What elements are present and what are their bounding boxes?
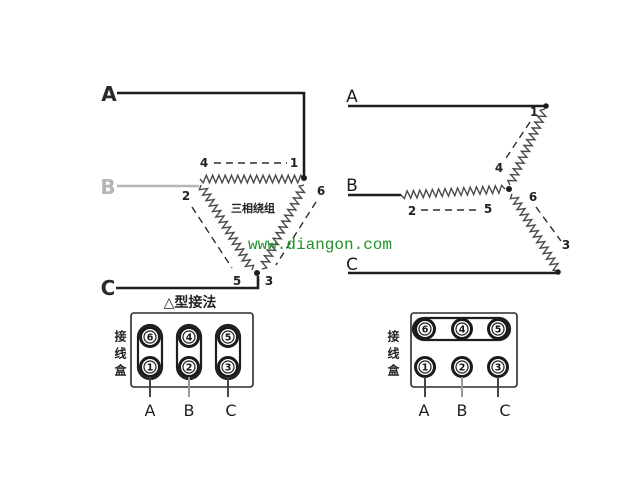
terminal-number: 3 bbox=[225, 363, 232, 374]
delta-terminal-top-2: 4 bbox=[178, 326, 200, 348]
delta-dashed-6-3 bbox=[275, 201, 317, 266]
delta-winding-diagram: A B C 4 1 2 6 5 3 三相绕组 bbox=[100, 82, 325, 300]
watermark-text: www.diangon.com bbox=[248, 236, 392, 254]
delta-terminal-box: 6 4 5 1 2 3 A B bbox=[130, 312, 254, 420]
star-terminal-box: 6 4 5 1 2 3 A B bbox=[410, 312, 518, 420]
delta-junction-c-dot bbox=[254, 270, 260, 276]
delta-winding-label: 三相绕组 bbox=[231, 201, 275, 215]
star-phase-c-label: C bbox=[346, 255, 358, 275]
terminal-inner-ring bbox=[143, 330, 157, 344]
terminal-inner-ring bbox=[455, 360, 469, 374]
star-coil-1-4 bbox=[506, 108, 548, 186]
star-junction-c-dot bbox=[555, 269, 561, 275]
delta-coil-4-1 bbox=[199, 173, 305, 185]
terminal-number: 6 bbox=[422, 325, 429, 336]
star-coil-end-1: 1 bbox=[530, 105, 538, 119]
delta-coil-end-2: 2 bbox=[182, 189, 190, 203]
terminal-number: 4 bbox=[186, 333, 193, 344]
delta-lead-label-a: A bbox=[145, 401, 156, 420]
terminal-number: 6 bbox=[147, 333, 154, 344]
star-lead-label-c: C bbox=[499, 401, 510, 420]
terminal-number: 1 bbox=[147, 363, 154, 374]
terminal-inner-ring bbox=[455, 322, 469, 336]
star-terminal-bottom-1: 1 bbox=[414, 356, 436, 378]
terminal-number: 2 bbox=[186, 363, 193, 374]
terminal-number: 5 bbox=[495, 325, 502, 336]
star-coil-end-3: 3 bbox=[562, 238, 570, 252]
star-junction-a-dot bbox=[543, 103, 549, 109]
delta-terminal-top-1: 6 bbox=[139, 326, 161, 348]
star-lead-label-b: B bbox=[457, 401, 468, 420]
star-coil-end-4: 4 bbox=[495, 161, 503, 175]
star-coil-end-5: 5 bbox=[484, 202, 492, 216]
delta-phase-b-label: B bbox=[100, 175, 115, 199]
star-terminal-top-1: 6 bbox=[414, 318, 436, 340]
star-phase-a-label: A bbox=[346, 87, 358, 107]
terminal-number: 2 bbox=[459, 363, 466, 374]
delta-terminal-bottom-3: 3 bbox=[217, 356, 239, 378]
delta-coil-2-5 bbox=[198, 184, 255, 271]
delta-coil-end-6: 6 bbox=[317, 184, 325, 198]
terminal-inner-ring bbox=[143, 360, 157, 374]
star-link-bar bbox=[411, 316, 512, 342]
delta-terminal-top-3: 5 bbox=[217, 326, 239, 348]
delta-phase-c-wire bbox=[116, 276, 260, 290]
delta-terminal-bottom-2: 2 bbox=[178, 356, 200, 378]
terminal-inner-ring bbox=[221, 360, 235, 374]
star-winding-diagram: A B C 1 4 2 5 6 3 bbox=[346, 87, 570, 275]
delta-coil-end-3: 3 bbox=[265, 274, 273, 288]
star-lead-label-a: A bbox=[419, 401, 430, 420]
star-coil-6-3 bbox=[509, 193, 560, 272]
terminal-inner-ring bbox=[418, 322, 432, 336]
star-coil-end-2: 2 bbox=[408, 204, 416, 218]
delta-junction-a-dot bbox=[301, 175, 307, 181]
delta-lead-label-c: C bbox=[225, 401, 236, 420]
terminal-inner-ring bbox=[491, 322, 505, 336]
terminal-number: 5 bbox=[225, 333, 232, 344]
delta-lead-label-b: B bbox=[184, 401, 195, 420]
terminal-inner-ring bbox=[491, 360, 505, 374]
terminal-inner-ring bbox=[221, 330, 235, 344]
terminal-inner-ring bbox=[182, 360, 196, 374]
delta-caption: △型接法 bbox=[164, 294, 217, 311]
star-terminal-bottom-3: 3 bbox=[487, 356, 509, 378]
star-terminal-top-2: 4 bbox=[451, 318, 473, 340]
delta-terminal-bottom-1: 1 bbox=[139, 356, 161, 378]
star-coil-end-6: 6 bbox=[529, 190, 537, 204]
star-coil-2-5 bbox=[400, 183, 506, 201]
delta-dashed-2-5 bbox=[191, 206, 233, 269]
terminal-inner-ring bbox=[418, 360, 432, 374]
delta-terminal-box-label: 接线盒 bbox=[113, 330, 127, 381]
delta-coil-end-5: 5 bbox=[233, 274, 241, 288]
star-terminal-box-label: 接线盒 bbox=[386, 330, 400, 381]
star-terminal-bottom-2: 2 bbox=[451, 356, 473, 378]
star-terminal-top-3: 5 bbox=[487, 318, 509, 340]
terminal-number: 1 bbox=[422, 363, 429, 374]
delta-coil-end-4: 4 bbox=[200, 156, 208, 170]
terminal-inner-ring bbox=[182, 330, 196, 344]
delta-phase-a-label: A bbox=[101, 82, 117, 106]
delta-phase-a-wire bbox=[117, 91, 306, 176]
terminal-number: 4 bbox=[459, 325, 466, 336]
delta-coil-6-3 bbox=[259, 184, 307, 270]
star-dashed-1-4 bbox=[503, 121, 531, 162]
delta-coil-end-1: 1 bbox=[290, 156, 298, 170]
terminal-number: 3 bbox=[495, 363, 502, 374]
star-phase-b-label: B bbox=[346, 176, 358, 196]
delta-phase-c-label: C bbox=[101, 276, 116, 300]
star-neutral-dot bbox=[506, 186, 512, 192]
